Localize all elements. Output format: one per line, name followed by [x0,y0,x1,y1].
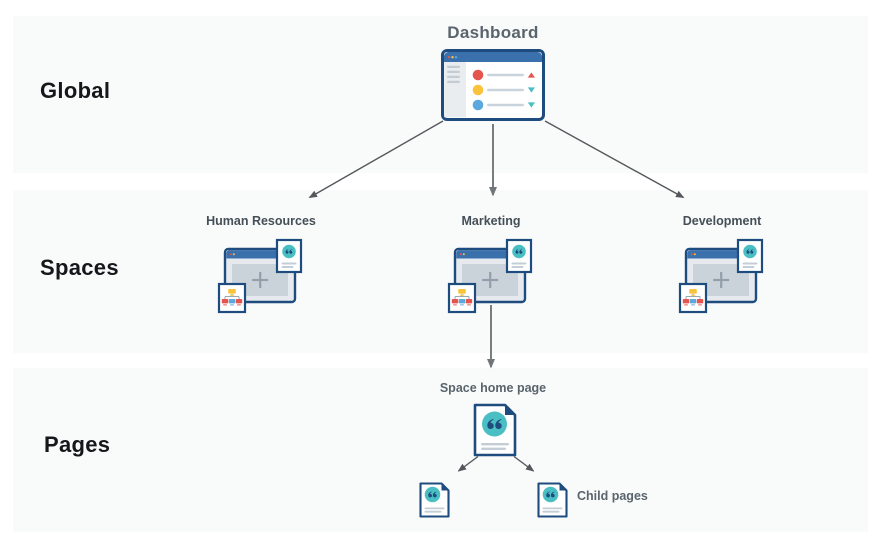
sitemap-card-icon [217,282,247,314]
child-page-document-icon [419,482,450,518]
global-row-label: Global [40,78,111,103]
quote-card-icon [736,238,764,274]
dashboard-label: Dashboard [447,23,539,42]
quote-card-icon [505,238,533,274]
space-label-development: Development [682,214,762,228]
space-home-page-document-icon [473,403,517,457]
pages-row-label: Pages [44,432,111,457]
space-label-marketing: Marketing [461,214,521,228]
child-pages-label: Child pages [577,489,648,503]
sitemap-card-icon [447,282,477,314]
space-browser-window-icon [678,238,764,314]
dashboard-browser-window-icon [441,49,545,121]
space-browser-window-icon [447,238,533,314]
space-home-page-label: Space home page [439,381,547,395]
space-browser-window-icon [217,238,303,314]
quote-card-icon [275,238,303,274]
spaces-row-label: Spaces [40,255,119,280]
space-label-human-resources: Human Resources [206,214,316,228]
child-page-document-icon [537,482,568,518]
sitemap-card-icon [678,282,708,314]
